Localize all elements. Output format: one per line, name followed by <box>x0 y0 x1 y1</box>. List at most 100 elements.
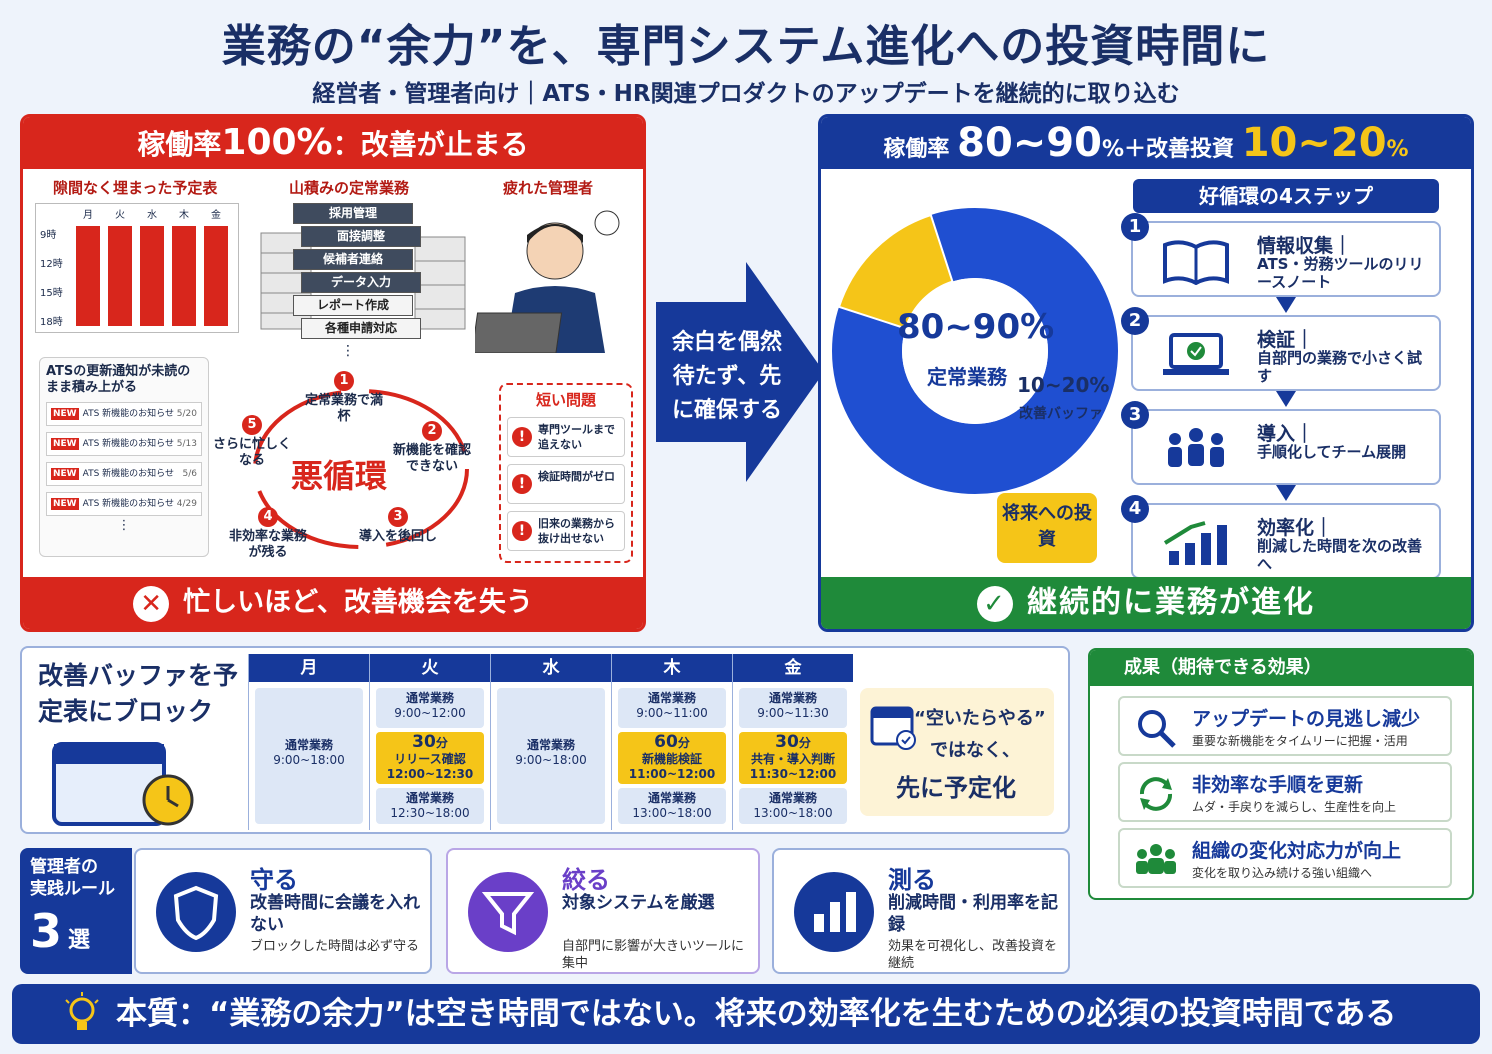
task-label: 各種申請対応 <box>301 318 421 339</box>
magnifier-icon <box>1134 706 1178 754</box>
red-panel-header: 稼働率100%：改善が止まる <box>23 117 643 169</box>
problem-text: 検証時間がゼロ <box>538 470 615 483</box>
notice-text: ATS 新機能のお知らせ <box>82 439 174 449</box>
slot-mins-value: 60 <box>654 732 678 752</box>
slot-time: 11:00~12:00 <box>628 767 716 781</box>
slot-label: 通常業務 <box>405 691 454 705</box>
task-label: データ入力 <box>301 272 421 293</box>
rule-sub: 対象システムを厳選 <box>562 893 715 913</box>
rules-tag-num: 3 <box>30 904 63 958</box>
ats-note: ATSの更新通知が未読のまま積み上がる <box>46 364 191 395</box>
mini-day: 金 <box>211 210 221 221</box>
rule-item: 守る改善時間に会議を入れないブロックした時間は必ず守る <box>134 848 432 974</box>
problem-text: 専門ツールまで追えない <box>538 423 615 451</box>
page-title: 業務の“余力”を、専門システム進化への投資時間に <box>221 21 1271 72</box>
step-desc: 手順化してチーム展開 <box>1257 443 1407 461</box>
problem-text: 旧来の業務から抜け出せない <box>538 517 615 545</box>
rule-desc: 効果を可視化し、改善投資を継続 <box>888 939 1058 971</box>
cycle-text: 導入を後回し <box>358 529 437 544</box>
rule-desc: ブロックした時間は必ず守る <box>250 939 420 954</box>
mini-hour: 18時 <box>40 317 63 328</box>
result-desc: 変化を取り込み続ける強い組織へ <box>1192 866 1373 880</box>
ellipsis-icon: ⋮ <box>117 518 131 533</box>
bar-chart-icon <box>792 870 876 958</box>
day-header: 月 <box>249 654 369 682</box>
step-title: 導入｜ <box>1257 423 1315 445</box>
virtuous-cycle-panel: 稼働率 80~90%＋改善投資 10~20% 80~90% 定常業務 10~20… <box>818 114 1474 632</box>
cycle-text: 定常業務で満杯 <box>304 393 383 424</box>
result-title: 非効率な手順を更新 <box>1192 774 1364 796</box>
task-label: 候補者連絡 <box>293 249 413 270</box>
cycle-text: 新機能を確認できない <box>392 443 471 474</box>
schedule-title: 改善バッファを予定表にブロック <box>38 661 239 726</box>
slot-time: 13:00~18:00 <box>632 806 712 820</box>
slot-mins-unit: 分 <box>435 736 448 750</box>
slot-mins-value: 30 <box>775 732 799 752</box>
slot-time: 9:00~12:00 <box>394 706 466 720</box>
rule-item: 測る削減時間・利用率を記録効果を可視化し、改善投資を継続 <box>772 848 1070 974</box>
result-desc: 重要な新機能をタイムリーに把握・活用 <box>1192 734 1408 748</box>
problem-item: !検証時間がゼロ <box>507 464 625 504</box>
donut-main-pct: 80~90% <box>897 307 1055 347</box>
filter-icon <box>466 870 550 958</box>
problem-title: 短い問題 <box>535 391 596 409</box>
vicious-cycle-panel: 稼働率100%：改善が止まる 隙間なく埋まった予定表 山積みの定常業務 疲れた管… <box>20 114 646 632</box>
utilization-donut <box>832 208 1118 494</box>
down-arrow-icon <box>1276 485 1296 501</box>
slot-time: 9:00~11:30 <box>757 706 829 720</box>
notice-text: ATS 新機能のお知らせ <box>82 409 174 419</box>
group-icon <box>1134 838 1178 886</box>
busy-block <box>76 226 100 326</box>
cycle-text: 非効率な業務が残る <box>228 529 307 560</box>
step-num: 2 <box>1121 307 1149 335</box>
notice-date: 5/6 <box>182 469 197 479</box>
task-label: レポート作成 <box>293 295 413 316</box>
mini-day: 火 <box>115 210 125 221</box>
cycle-num: 4 <box>258 507 278 527</box>
result-title: アップデートの見逃し減少 <box>1192 708 1421 730</box>
step-num: 3 <box>1121 401 1149 429</box>
slot-label: 通常業務 <box>405 791 454 805</box>
growth-chart-icon <box>1161 519 1231 567</box>
rule-sub: 削減時間・利用率を記録 <box>888 893 1058 935</box>
busy-block <box>108 226 132 326</box>
result-title: 組織の変化対応力が向上 <box>1192 840 1402 862</box>
rule-title: 守る <box>250 866 298 894</box>
result-item: 非効率な手順を更新ムダ・手戻りを減らし、生産性を向上 <box>1118 762 1452 822</box>
team-icon <box>1161 425 1231 473</box>
problem-item: !旧来の業務から抜け出せない <box>507 511 625 551</box>
slot-mins: 30分 <box>376 733 484 752</box>
notice-date: 5/20 <box>176 409 197 419</box>
task-stack: 採用管理面接調整候補者連絡データ入力レポート作成各種申請対応 <box>260 203 466 343</box>
cycle-center: 悪循環 <box>291 457 388 495</box>
results-panel: 成果（期待できる効果） アップデートの見逃し減少重要な新機能をタイムリーに把握・… <box>1088 648 1474 900</box>
problem-box: 短い問題 !専門ツールまで追えない!検証時間がゼロ!旧来の業務から抜け出せない <box>499 383 633 563</box>
slot-time: 9:00~11:00 <box>636 706 708 720</box>
slot-label: 通常業務 <box>647 791 696 805</box>
mini-day: 水 <box>147 210 157 221</box>
arrow-text: 余白を偶然待たず、先に確保する <box>671 330 782 423</box>
slot-label: 通常業務 <box>647 691 696 705</box>
notice-text: ATS 新機能のお知らせ <box>82 499 174 509</box>
results-title: 成果（期待できる効果） <box>1090 650 1472 686</box>
paper-pile-icon <box>414 236 466 330</box>
